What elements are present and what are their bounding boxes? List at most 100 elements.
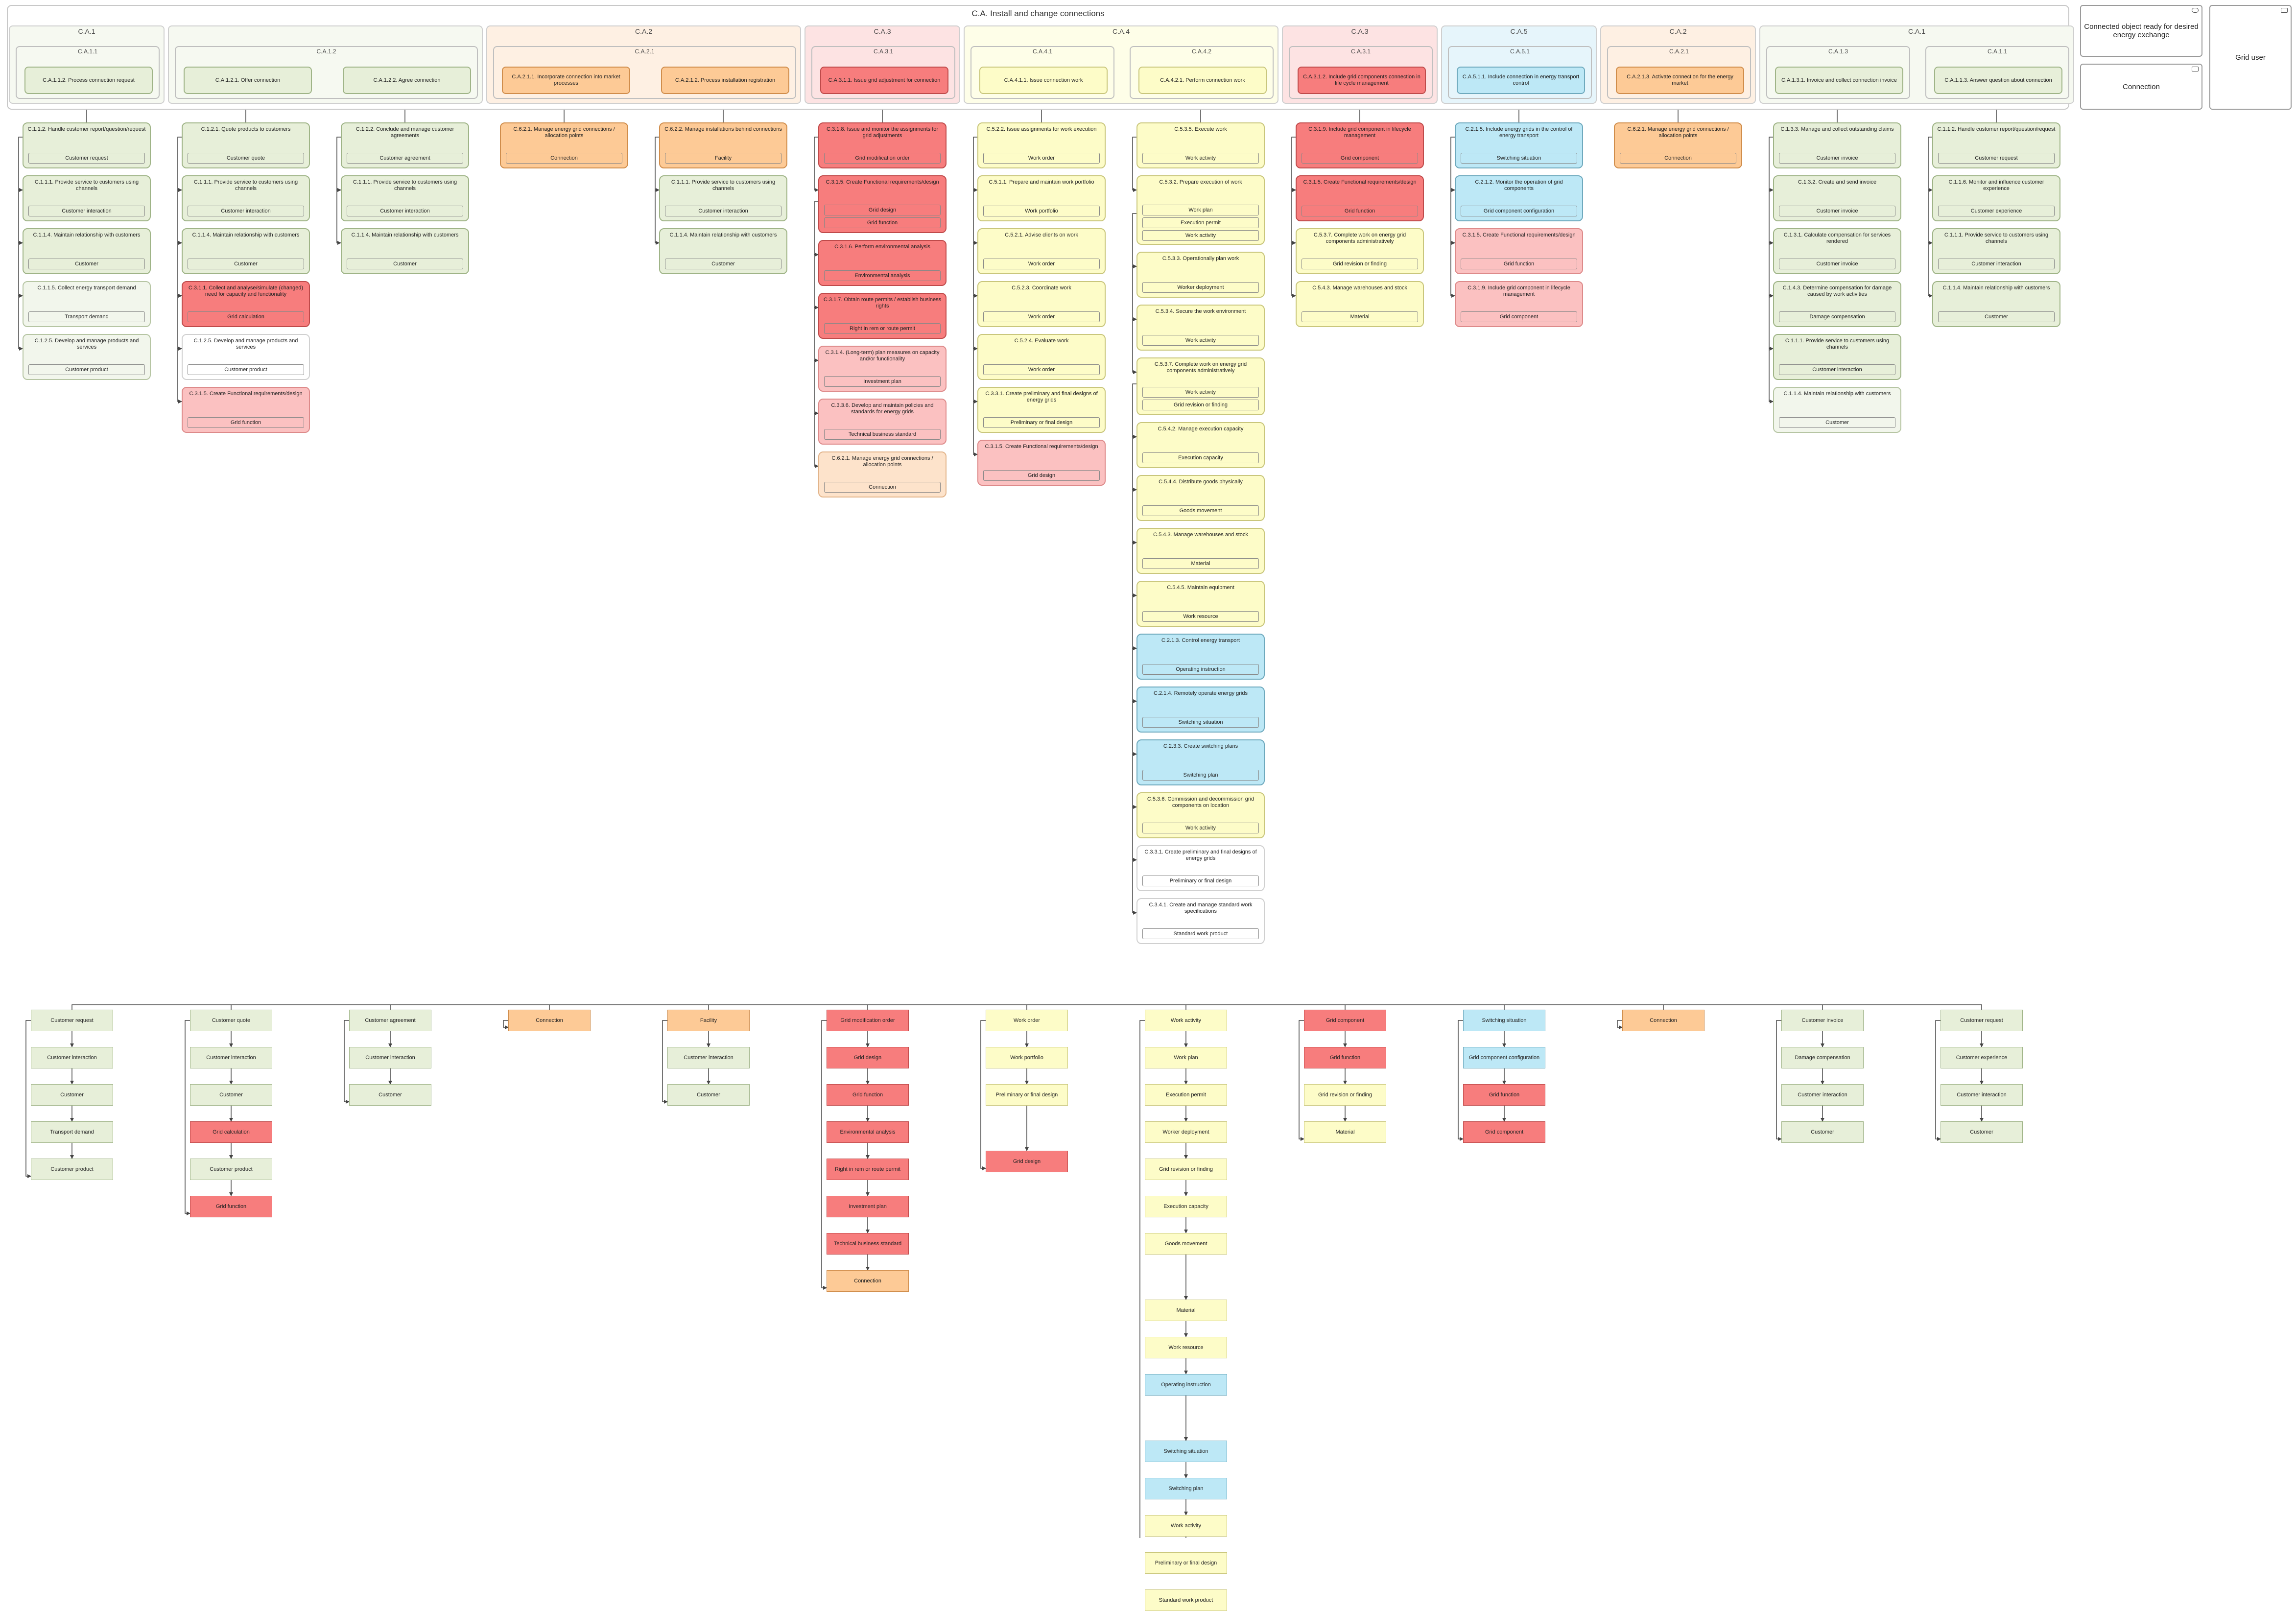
process-step[interactable]: C.A.1.3.1. Invoice and collect connectio… (1775, 67, 1903, 94)
capability-card[interactable]: C.3.1.5. Create Functional requirements/… (1455, 228, 1583, 274)
object-node[interactable]: Grid calculation (190, 1121, 272, 1143)
object-node[interactable]: Work portfolio (986, 1047, 1068, 1068)
object-node[interactable]: Customer experience (1941, 1047, 2023, 1068)
capability-card[interactable]: C.3.1.5. Create Functional requirements/… (182, 387, 310, 433)
capability-card[interactable]: C.1.2.5. Develop and manage products and… (23, 334, 151, 380)
object-node[interactable]: Customer (667, 1084, 750, 1106)
object-node[interactable]: Right in rem or route permit (827, 1159, 909, 1180)
capability-card[interactable]: C.6.2.1. Manage energy grid connections … (1614, 122, 1742, 168)
capability-card[interactable]: C.1.1.4. Maintain relationship with cust… (341, 228, 469, 274)
capability-card[interactable]: C.1.1.4. Maintain relationship with cust… (1932, 281, 2060, 327)
capability-card[interactable]: C.3.3.6. Develop and maintain policies a… (818, 399, 947, 445)
capability-card[interactable]: C.3.3.1. Create preliminary and final de… (1136, 845, 1265, 891)
object-node[interactable]: Customer interaction (1781, 1084, 1864, 1106)
capability-card[interactable]: C.6.2.2. Manage installations behind con… (659, 122, 787, 168)
capability-card[interactable]: C.1.1.1. Provide service to customers us… (182, 175, 310, 221)
capability-card[interactable]: C.5.3.7. Complete work on energy grid co… (1136, 357, 1265, 415)
object-node[interactable]: Standard work product (1145, 1589, 1227, 1611)
process-step[interactable]: C.A.2.1.1. Incorporate connection into m… (502, 67, 630, 94)
object-node[interactable]: Execution capacity (1145, 1196, 1227, 1217)
object-node[interactable]: Customer product (190, 1159, 272, 1180)
object-node[interactable]: Grid function (190, 1196, 272, 1217)
object-node[interactable]: Customer (1941, 1121, 2023, 1143)
capability-card[interactable]: C.3.4.1. Create and manage standard work… (1136, 898, 1265, 944)
object-node[interactable]: Customer quote (190, 1010, 272, 1031)
capability-card[interactable]: C.3.1.8. Issue and monitor the assignmen… (818, 122, 947, 168)
object-node[interactable]: Grid modification order (827, 1010, 909, 1031)
process-step[interactable]: C.A.3.1.2. Include grid components conne… (1298, 67, 1426, 94)
object-node[interactable]: Execution permit (1145, 1084, 1227, 1106)
process-step[interactable]: C.A.2.1.2. Process installation registra… (661, 67, 789, 94)
process-step[interactable]: C.A.2.1.3. Activate connection for the e… (1616, 67, 1744, 94)
capability-card[interactable]: C.1.1.1. Provide service to customers us… (1773, 334, 1901, 380)
object-node[interactable]: Facility (667, 1010, 750, 1031)
object-node[interactable]: Work activity (1145, 1010, 1227, 1031)
object-node[interactable]: Work activity (1145, 1515, 1227, 1537)
object-node[interactable]: Preliminary or final design (1145, 1552, 1227, 1574)
capability-card[interactable]: C.1.1.1. Provide service to customers us… (659, 175, 787, 221)
object-node[interactable]: Switching situation (1463, 1010, 1545, 1031)
object-node[interactable]: Material (1304, 1121, 1386, 1143)
object-node[interactable]: Operating instruction (1145, 1374, 1227, 1396)
capability-card[interactable]: C.1.3.1. Calculate compensation for serv… (1773, 228, 1901, 274)
object-node[interactable]: Connection (508, 1010, 591, 1031)
object-node[interactable]: Grid component configuration (1463, 1047, 1545, 1068)
object-node[interactable]: Customer invoice (1781, 1010, 1864, 1031)
object-node[interactable]: Customer (190, 1084, 272, 1106)
capability-card[interactable]: C.1.3.3. Manage and collect outstanding … (1773, 122, 1901, 168)
object-node[interactable]: Grid revision or finding (1304, 1084, 1386, 1106)
capability-card[interactable]: C.5.1.1. Prepare and maintain work portf… (977, 175, 1106, 221)
object-node[interactable]: Preliminary or final design (986, 1084, 1068, 1106)
capability-card[interactable]: C.1.1.4. Maintain relationship with cust… (659, 228, 787, 274)
object-node[interactable]: Technical business standard (827, 1233, 909, 1255)
object-node[interactable]: Worker deployment (1145, 1121, 1227, 1143)
object-node[interactable]: Customer interaction (31, 1047, 113, 1068)
object-node[interactable]: Grid function (1463, 1084, 1545, 1106)
object-node[interactable]: Grid component (1304, 1010, 1386, 1031)
object-node[interactable]: Damage compensation (1781, 1047, 1864, 1068)
object-node[interactable]: Customer interaction (349, 1047, 431, 1068)
capability-card[interactable]: C.1.1.1. Provide service to customers us… (1932, 228, 2060, 274)
object-node[interactable]: Customer interaction (667, 1047, 750, 1068)
object-node[interactable]: Customer request (31, 1010, 113, 1031)
capability-card[interactable]: C.1.1.2. Handle customer report/question… (1932, 122, 2060, 168)
capability-card[interactable]: C.1.1.1. Provide service to customers us… (341, 175, 469, 221)
capability-card[interactable]: C.1.1.4. Maintain relationship with cust… (182, 228, 310, 274)
object-node[interactable]: Work order (986, 1010, 1068, 1031)
object-node[interactable]: Customer (349, 1084, 431, 1106)
capability-card[interactable]: C.5.3.6. Commission and decommission gri… (1136, 792, 1265, 838)
object-node[interactable]: Customer interaction (1941, 1084, 2023, 1106)
object-node[interactable]: Investment plan (827, 1196, 909, 1217)
object-node[interactable]: Connection (1622, 1010, 1704, 1031)
process-step[interactable]: C.A.3.1.1. Issue grid adjustment for con… (820, 67, 948, 94)
process-step[interactable]: C.A.4.1.1. Issue connection work (979, 67, 1108, 94)
capability-card[interactable]: C.1.1.5. Collect energy transport demand… (23, 281, 151, 327)
capability-card[interactable]: C.2.1.5. Include energy grids in the con… (1455, 122, 1583, 168)
object-node[interactable]: Work plan (1145, 1047, 1227, 1068)
object-node[interactable]: Switching plan (1145, 1478, 1227, 1499)
capability-card[interactable]: C.1.1.4. Maintain relationship with cust… (23, 228, 151, 274)
capability-card[interactable]: C.1.1.4. Maintain relationship with cust… (1773, 387, 1901, 433)
object-node[interactable]: Goods movement (1145, 1233, 1227, 1255)
object-node[interactable]: Customer agreement (349, 1010, 431, 1031)
object-node[interactable]: Grid function (827, 1084, 909, 1106)
capability-card[interactable]: C.3.1.4. (Long-term) plan measures on ca… (818, 346, 947, 392)
capability-card[interactable]: C.3.3.1. Create preliminary and final de… (977, 387, 1106, 433)
process-step[interactable]: C.A.1.1.3. Answer question about connect… (1934, 67, 2062, 94)
object-node[interactable]: Customer (31, 1084, 113, 1106)
object-node[interactable]: Grid function (1304, 1047, 1386, 1068)
process-step[interactable]: C.A.1.2.1. Offer connection (184, 67, 312, 94)
object-node[interactable]: Customer interaction (190, 1047, 272, 1068)
capability-card[interactable]: C.3.1.1. Collect and analyse/simulate (c… (182, 281, 310, 327)
